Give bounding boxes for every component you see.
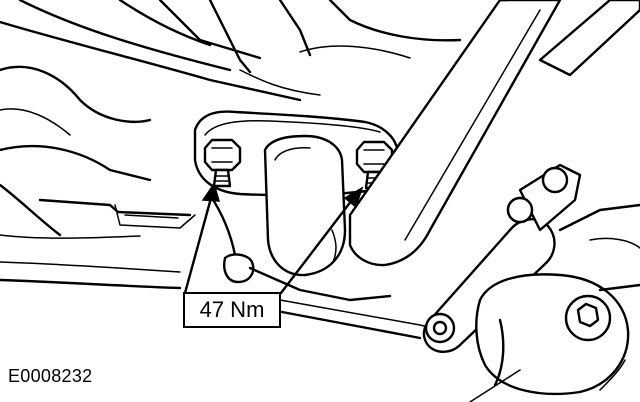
exhaust-flange — [193, 110, 400, 277]
figure-identifier: E0008232 — [8, 366, 93, 386]
diagonal-strut — [348, 0, 640, 267]
torque-callout-arrows — [183, 182, 364, 295]
left-stud-nut — [203, 138, 242, 188]
upper-frame-rail — [0, 0, 462, 102]
rear-bushing-housing — [469, 203, 640, 402]
suspension-link — [422, 163, 582, 353]
torque-spec-label: 47 Nm — [183, 292, 281, 328]
left-arrowhead — [201, 182, 221, 202]
right-arrowhead — [343, 186, 364, 209]
left-background-parts — [0, 65, 196, 239]
torque-value-text: 47 Nm — [199, 297, 265, 322]
lower-exhaust-bracket — [0, 193, 441, 340]
